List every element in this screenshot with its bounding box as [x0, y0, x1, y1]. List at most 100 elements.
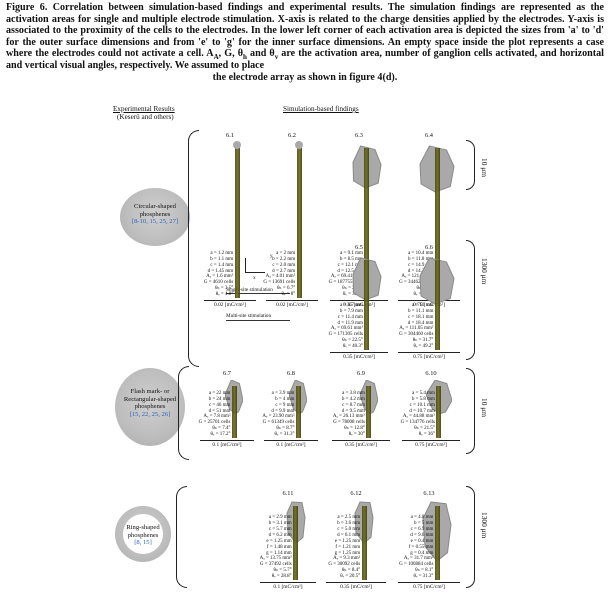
panel-value-line: θₕ = 7.4°: [212, 426, 231, 432]
panel-value-line: θₕ = 28.3°: [342, 286, 363, 292]
electrode: [364, 148, 370, 298]
panel-charge-density: 0.75 [mC/cm²]: [413, 354, 445, 360]
panel-value-line: b = 1.1 mm: [210, 256, 234, 262]
brace-circular: [188, 130, 199, 367]
caption-sub-h: h: [243, 53, 247, 62]
caption-last-line: the electrode array as shown in figure 4…: [212, 71, 398, 83]
legend-single: Single-site stimulation: [226, 287, 273, 293]
panel-charge-density: 0.75 [mC/cm²]: [413, 584, 445, 590]
panel-value-line: d = 9.0 mm: [410, 532, 434, 538]
caption-sub-a: A: [213, 53, 219, 62]
legend-y-label: y: [270, 253, 273, 259]
legend-multi: Multi-site stimulation: [226, 313, 272, 319]
panel-value-line: θᵥ = 28.8°: [271, 574, 292, 580]
legend-y-axis: [245, 258, 246, 272]
panel-value-line: θᵥ = 49.2°: [413, 344, 434, 350]
legend-multi-line: [226, 320, 290, 321]
panel-value-line: a = 22 mm: [208, 390, 231, 396]
panel-value-line: c = 18.1 mm: [408, 314, 434, 320]
panel-axis: [330, 352, 388, 353]
panel-value-line: θₕ = 8.1°: [415, 568, 434, 574]
panel-value-line: G = 30092 cells: [328, 562, 361, 568]
panel-axis: [200, 440, 254, 441]
panel-value-line: g = 0.4 mm: [410, 550, 434, 556]
panel-value-line: Aₐ = 7.8 mm²: [203, 414, 231, 420]
panel-value-line: G = 171305 cells: [328, 332, 363, 338]
panel-value-line: c = 14.9 mm: [408, 262, 434, 268]
panel-value-line: Aₐ = 1.6 mm²: [206, 274, 234, 280]
brace-right-1300um-a: [466, 240, 475, 360]
panel-value-line: G = 4610 cells: [203, 280, 234, 286]
panel-charge-density: 0.75 [mC/cm²]: [415, 442, 447, 448]
panel-value-line: Aₐ = 4.01 mm²: [265, 274, 296, 280]
panel-value-line: a = 1.2 mm: [210, 250, 234, 256]
electrode: [295, 386, 301, 438]
panel-value-line: Aₐ = 13.75 mm²: [259, 556, 292, 562]
category-refs-rectangular: [15, 22, 25, 26]: [129, 410, 171, 418]
panel-value-line: Aₐ = 31.7 mm²: [403, 556, 434, 562]
activation-area: [295, 141, 304, 149]
panel-value-line: e = 0.4 mm: [410, 538, 434, 544]
panel-value-line: b = 11.1 mm: [407, 308, 434, 314]
panel-id: 6.12: [350, 490, 362, 497]
electrode: [434, 260, 440, 350]
panel-value-line: θᵥ = 31.3°: [413, 574, 434, 580]
panel-value-line: d = 14.2 mm: [407, 268, 434, 274]
panel-value-line: a = 3.8 mm: [342, 390, 365, 396]
category-label-circular: Circular-shaped phosphenes[8-10, 15, 25,…: [131, 203, 179, 226]
legend-x-label: x: [253, 275, 256, 281]
electrode: [364, 260, 370, 350]
panel-value-line: Aₐ = 26.13 mm²: [332, 414, 365, 420]
panel-value-line: a = 10 mm: [411, 302, 434, 308]
panel-value-line: f = 0.55 mm: [408, 544, 434, 550]
caption-part2: are the activation area, number of gangl…: [6, 48, 604, 71]
electrode: [366, 386, 372, 438]
simulation-header: Simulation-based findings: [283, 105, 359, 113]
panel-charge-density: 0.75 [mC/cm²]: [413, 302, 445, 308]
panel-value-line: d = 6.2 mm: [268, 532, 292, 538]
panel-value-line: G = 134776 cells: [400, 420, 435, 426]
panel-value-line: e = 1.25 mm: [266, 538, 292, 544]
panel-value-line: d = 9.9 mm: [271, 408, 295, 414]
panel-value-line: Aₐ = 9.3 mm²: [333, 556, 361, 562]
ring-phosphene-blob: [115, 506, 171, 562]
panel-value-line: c = 6.9 mm: [410, 526, 434, 532]
panel-charge-density: 0.1 [mC/cm²]: [273, 584, 303, 590]
panel-id: 6.1: [226, 132, 234, 139]
panel-value-line: a = 4.8 mm: [410, 515, 434, 521]
panel-value-line: c = 46 mm: [208, 402, 231, 408]
brace-right-1300um-b: [466, 486, 475, 588]
activation-area: [233, 141, 242, 149]
panel-value-line: θₕ = 8.4°: [342, 568, 361, 574]
panel-axis: [260, 582, 316, 583]
panel-id: 6.10: [425, 370, 437, 377]
panel-id: 6.2: [288, 132, 296, 139]
caption-part1: Figure 6. Correlation between simulation…: [6, 2, 604, 60]
panel-value-line: c = 2.0 mm: [272, 262, 296, 268]
panel-value-line: a = 2.5 mm: [337, 515, 361, 521]
electrode: [231, 386, 237, 438]
category-refs-ring: [8, 15]: [134, 539, 152, 547]
panel-value-line: g = 1.25 mm: [334, 550, 361, 556]
experimental-subheader: (Keserü and others): [117, 113, 174, 121]
panel-charge-density: 0.35 [mC/cm²]: [340, 584, 372, 590]
panel-id: 6.7: [223, 370, 231, 377]
panel-value-line: a = 6.7 mm: [340, 302, 363, 308]
panel-value-line: d = 51 mm: [208, 408, 231, 414]
panel-value-line: d = 9.5 mm: [341, 408, 365, 414]
panel-id: 6.8: [287, 370, 295, 377]
panel-value-line: b = 4 mm: [275, 396, 295, 402]
panel-value-line: a = 5.4 mm: [412, 390, 435, 396]
side-label-10um-b: 10 μm: [480, 398, 489, 417]
panel-value-line: a = 3.9 mm: [271, 390, 295, 396]
